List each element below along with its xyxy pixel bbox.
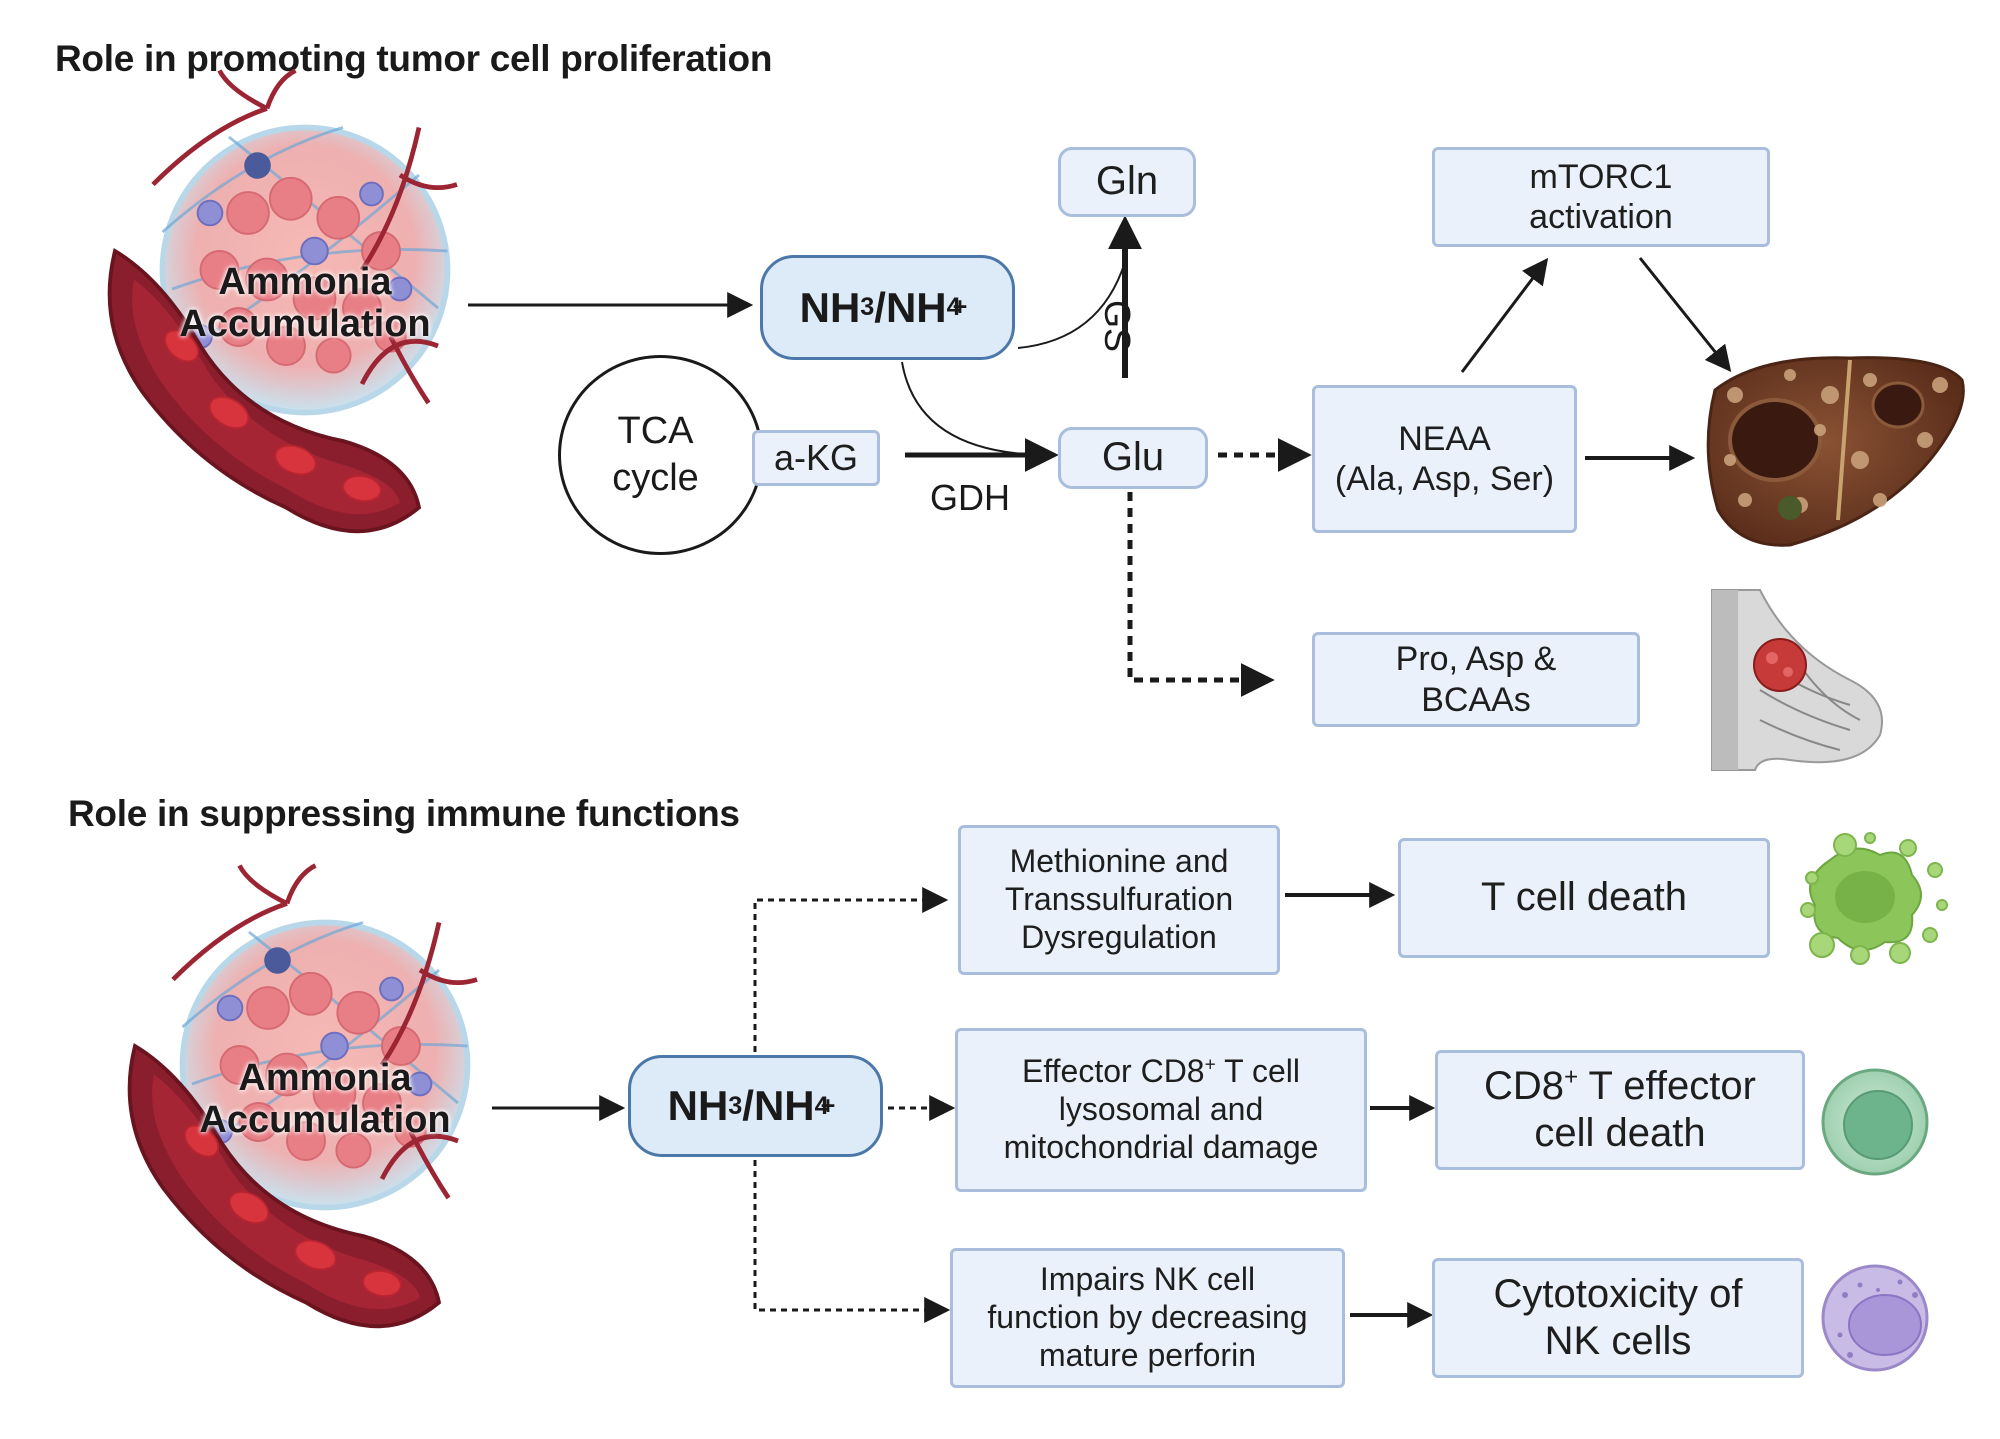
dying-t-cell-icon	[1800, 832, 1948, 965]
bottom-section-title: Role in suppressing immune functions	[68, 793, 740, 834]
dotted-arrow-to-nk	[753, 1160, 951, 1323]
gdh-enzyme-label: GDH	[930, 477, 1010, 518]
glu-node: Glu	[1058, 427, 1208, 489]
top-section-title: Role in promoting tumor cell proliferati…	[55, 38, 773, 79]
neaa-box: NEAA(Ala, Asp, Ser)	[1312, 385, 1577, 533]
curve-nh-to-glu	[901, 361, 1051, 456]
cd8-t-cell-icon	[1821, 1068, 1929, 1176]
cd8-t-effector-cell-death-box: CD8+ T effector cell death	[1435, 1050, 1805, 1170]
arrow-mtorc1-to-liver	[1638, 257, 1732, 373]
dotted-arrow-to-methionine	[753, 887, 949, 1052]
breast-tumor-icon	[1711, 589, 1883, 771]
nk-cell-icon	[1821, 1264, 1929, 1372]
akg-node: a-KG	[752, 430, 880, 486]
gs-enzyme-label: GS	[1097, 300, 1138, 353]
ammonia-accumulation-label-bottom: Ammonia Accumulation	[199, 1057, 451, 1141]
arrow-neaa-to-mtorc1	[1460, 257, 1549, 373]
pro-asp-bcaas-box: Pro, Asp &BCAAs	[1312, 632, 1640, 727]
liver-tumor-icon	[1706, 356, 1965, 547]
effector-cd8-damage-box: Effector CD8+ T cell lysosomal and mitoc…	[955, 1028, 1367, 1192]
t-cell-death-box: T cell death	[1398, 838, 1770, 958]
dotted-arrow-glu-to-pro	[1127, 492, 1275, 697]
curve-nh-to-gln	[1017, 261, 1126, 349]
gln-node: Gln	[1058, 147, 1196, 217]
ammonia-accumulation-label: Ammonia Accumulation	[179, 261, 431, 345]
